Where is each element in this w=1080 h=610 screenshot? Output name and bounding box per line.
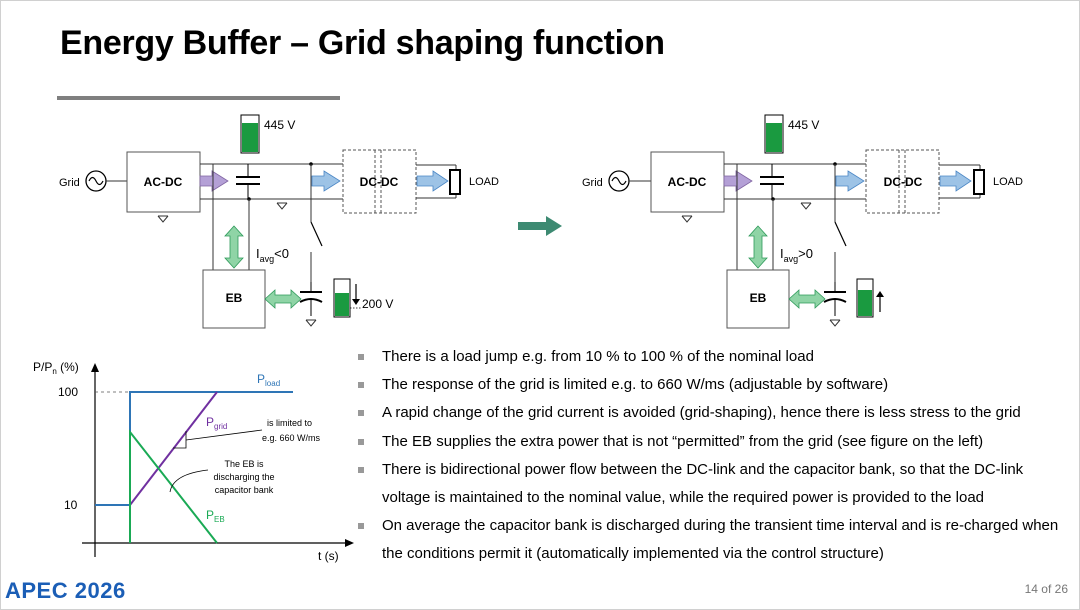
- bullet-square-icon: [358, 523, 364, 530]
- ac-source-icon: [608, 170, 630, 192]
- eb-label: EB: [226, 291, 243, 305]
- eb-block: [726, 269, 790, 329]
- switch-icon: [834, 221, 847, 247]
- power-graph: P/Pn (%) t (s) 100 10 Pload Pgrid PEB is…: [33, 360, 354, 563]
- bullet-square-icon: [358, 410, 364, 417]
- bullet-square-icon: [358, 382, 364, 389]
- cap-bank-voltage: 200 V: [362, 297, 393, 311]
- bullet-list: There is a load jump e.g. from 10 % to 1…: [356, 343, 1066, 569]
- current-label: Iavg>0: [780, 246, 813, 264]
- bidirectional-arrow: [748, 225, 768, 269]
- cap-bank-battery-icon: [333, 278, 351, 318]
- power-flow-arrow: [416, 170, 449, 192]
- x-axis-arrow-icon: [345, 539, 354, 547]
- power-flow-arrow: [199, 170, 229, 192]
- transition-arrow-icon: [518, 216, 562, 236]
- bullet-square-icon: [358, 354, 364, 360]
- bullet-square-icon: [358, 466, 364, 473]
- dc-link-capacitor: [236, 164, 260, 199]
- eb-block: [202, 269, 266, 329]
- bullet-item: There is a load jump e.g. from 10 % to 1…: [356, 343, 1066, 371]
- power-flow-arrow: [723, 170, 753, 192]
- y-axis-label: P/Pn (%): [33, 360, 79, 376]
- acdc-block: [650, 151, 725, 213]
- acdc-label: AC-DC: [668, 175, 707, 189]
- dcdc-block: [865, 149, 940, 214]
- bullet-item: On average the capacitor bank is dischar…: [356, 512, 1066, 568]
- note-eb-line-1: The EB is: [224, 459, 264, 469]
- bullet-square-icon: [358, 438, 364, 445]
- load-resistor-icon: [973, 169, 985, 195]
- arrow-down-icon: [352, 299, 360, 305]
- dc-link-battery-icon: [764, 114, 784, 154]
- bullet-item: A rapid change of the grid current is av…: [356, 399, 1066, 427]
- load-resistor-icon: [449, 169, 461, 195]
- dc-link-capacitor: [760, 164, 784, 199]
- switch-icon: [310, 221, 323, 247]
- y-axis-arrow-icon: [91, 363, 99, 372]
- note-limited-line-2: e.g. 660 W/ms: [262, 433, 321, 443]
- title-underline: [57, 96, 340, 100]
- y-tick-10: 10: [64, 498, 78, 512]
- circuit-right: Grid AC-DC 445 V DC-DC LOAD: [582, 114, 1023, 329]
- load-label: LOAD: [993, 176, 1023, 188]
- capacitor-bank: [823, 282, 847, 327]
- bullet-item: The EB supplies the extra power that is …: [356, 428, 1066, 456]
- dc-link-voltage: 445 V: [264, 118, 295, 132]
- note-eb-line-2: discharging the: [213, 472, 274, 482]
- power-flow-arrow: [939, 170, 972, 192]
- grid-label: Grid: [582, 177, 603, 189]
- note-eb-line-3: capacitor bank: [215, 485, 274, 495]
- apec-logo: APEC 2026: [5, 578, 126, 603]
- power-flow-arrow: [311, 170, 341, 192]
- eb-label: EB: [750, 291, 767, 305]
- load-label: LOAD: [469, 176, 499, 188]
- note-leader: [185, 429, 263, 441]
- p-load-label: Pload: [257, 372, 280, 388]
- bullet-item: The response of the grid is limited e.g.…: [356, 371, 1066, 399]
- capacitor-bank: [299, 282, 323, 327]
- acdc-label: AC-DC: [144, 175, 183, 189]
- slope-triangle: [173, 431, 187, 449]
- dc-link-voltage: 445 V: [788, 118, 819, 132]
- circuit-left: Grid AC-DC 445 V DC-DC LOAD: [59, 114, 499, 329]
- power-flow-arrow: [835, 170, 865, 192]
- slide-title: Energy Buffer – Grid shaping function: [60, 24, 665, 62]
- p-grid-line: [129, 391, 218, 506]
- note-limited-line-1: is limited to: [267, 418, 312, 428]
- ac-source-icon: [85, 170, 107, 192]
- bidirectional-arrow: [264, 289, 302, 309]
- p-load-line: [95, 391, 293, 506]
- dcdc-label: DC-DC: [884, 175, 923, 189]
- current-label: Iavg<0: [256, 246, 289, 264]
- x-axis-label: t (s): [318, 549, 339, 563]
- p-grid-label: Pgrid: [206, 415, 227, 431]
- note-leader: [169, 469, 209, 493]
- bidirectional-arrow: [788, 289, 826, 309]
- acdc-block: [126, 151, 201, 213]
- p-eb-label: PEB: [206, 508, 225, 524]
- dcdc-block: [342, 149, 417, 214]
- bidirectional-arrow: [224, 225, 244, 269]
- dc-link-battery-icon: [240, 114, 260, 154]
- cap-bank-battery-icon: [856, 278, 874, 318]
- y-tick-100: 100: [58, 385, 78, 399]
- page-indicator: 14 of 26: [1024, 582, 1068, 596]
- p-eb-line: [129, 429, 218, 544]
- bullet-item: There is bidirectional power flow betwee…: [356, 456, 1066, 512]
- grid-label: Grid: [59, 177, 80, 189]
- dcdc-label: DC-DC: [360, 175, 399, 189]
- arrow-up-icon: [876, 291, 884, 297]
